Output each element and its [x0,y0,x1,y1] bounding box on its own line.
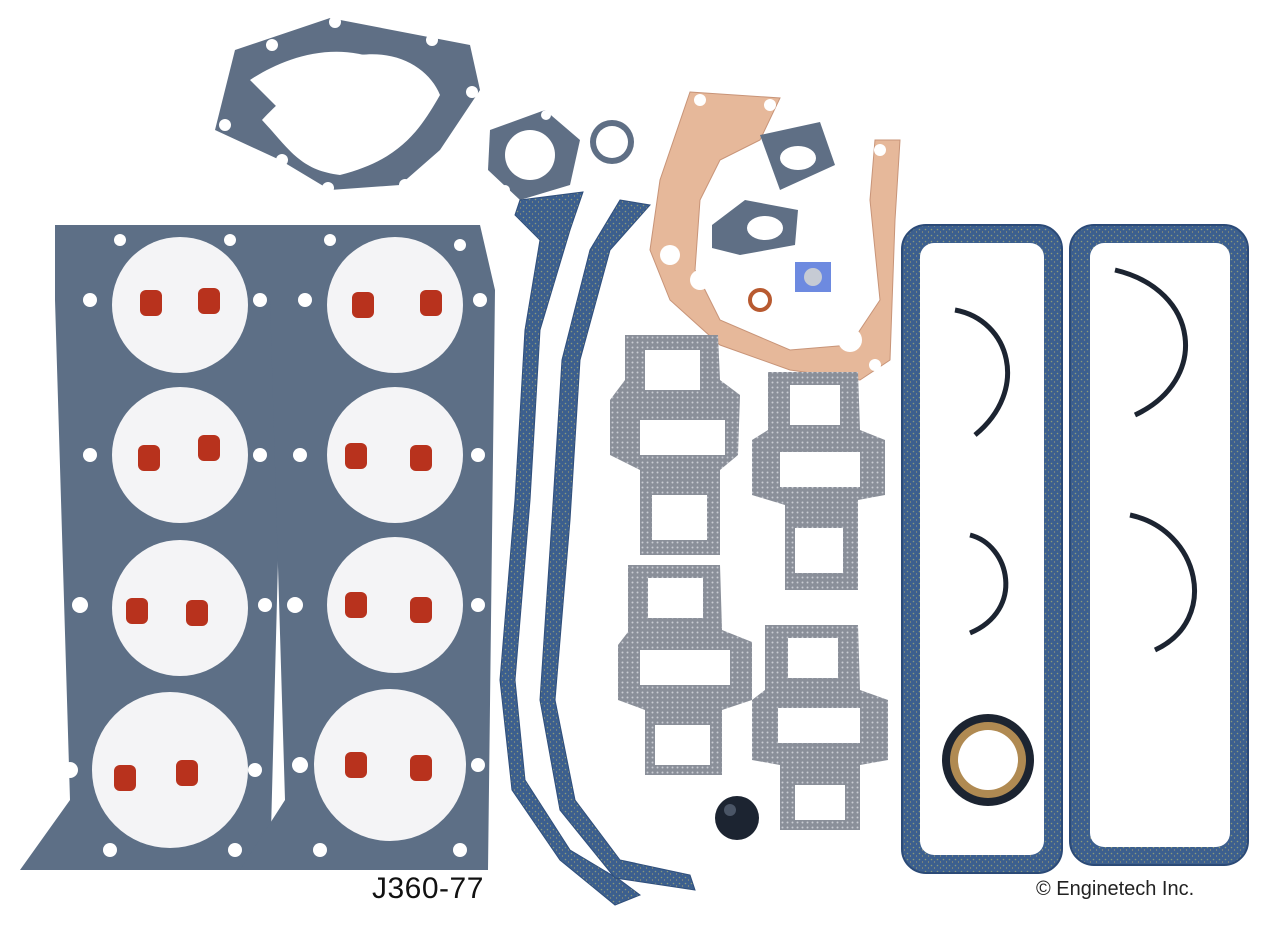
timing-cover-oil-seal-icon [748,262,831,312]
part-number-label: J360-77 [372,872,484,905]
copyright-notice: © Enginetech Inc. [1036,878,1195,900]
timing-cover-gasket [649,91,901,381]
fuel-pump-gasket [712,122,835,255]
oil-pan-gasket-right [539,199,696,891]
exhaust-manifold-gasket [618,565,752,775]
valve-stem-seal-icon [114,288,442,791]
valve-cover-gasket-right [1069,224,1249,866]
exhaust-manifold-gasket [610,335,740,555]
rear-main-seal-icon [954,267,1197,653]
thermostat-gasket [488,110,580,200]
cylinder-head-gasket-right [240,225,495,870]
o-ring-gasket [590,120,634,164]
freeze-plug-cap-icon [715,796,759,840]
exhaust-manifold-gasket [752,625,888,830]
valve-cover-gasket-left [901,224,1063,874]
exhaust-manifold-gasket [752,372,885,590]
water-pump-gasket [215,16,480,194]
oil-pan-gasket-left [499,191,642,906]
cylinder-head-gasket-left [20,225,285,870]
timing-cover-oil-seal-icon [942,714,1034,806]
